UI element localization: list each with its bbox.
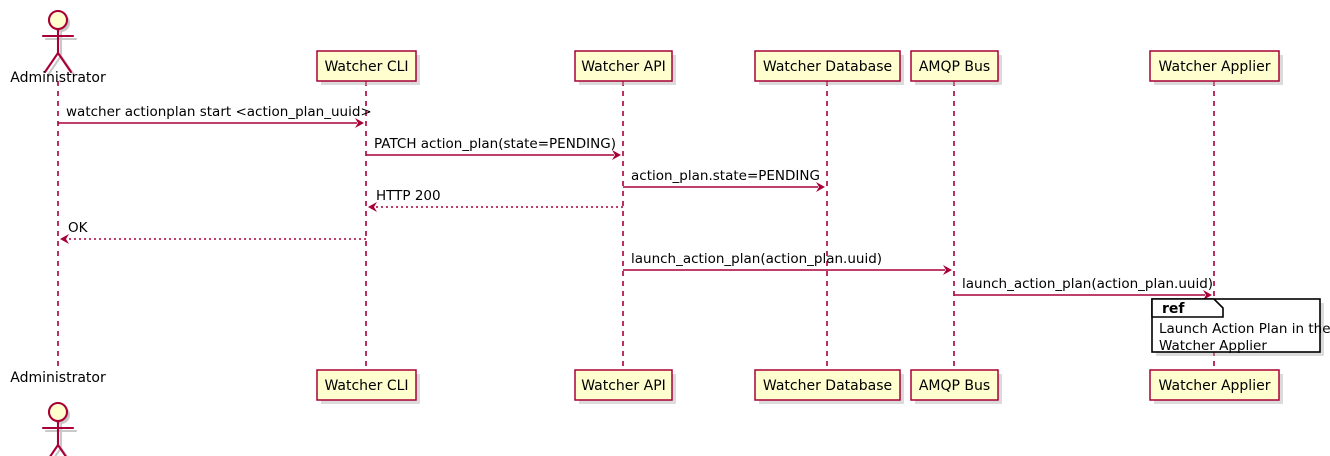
participant-label-amqp: AMQP Bus: [919, 378, 990, 394]
message-arrowhead: [943, 265, 952, 275]
actor-head-icon: [47, 9, 69, 31]
participant-box-database-top[interactable]: Watcher Database: [754, 50, 904, 85]
message-label-m1: watcher actionplan start <action_plan_uu…: [66, 104, 372, 120]
actor-leg-right: [56, 51, 73, 74]
participant-box-rect: [1149, 50, 1280, 82]
message-m5: OK: [60, 220, 366, 244]
message-label-m6: launch_action_plan(action_plan.uuid): [631, 251, 882, 267]
participant-label-api: Watcher API: [581, 59, 666, 75]
participant-box-rect: [754, 369, 901, 401]
message-arrowhead: [368, 202, 377, 212]
actor-head-icon: [47, 401, 69, 423]
actor-leg-left: [43, 51, 60, 74]
message-label-m4: HTTP 200: [376, 188, 441, 204]
participant-box-rect: [316, 369, 417, 401]
ref-fragment-tab: [1151, 298, 1224, 318]
message-m6: launch_action_plan(action_plan.uuid): [623, 251, 952, 275]
participant-box-amqp-top[interactable]: AMQP Bus: [910, 50, 1002, 85]
participant-box-cli-top[interactable]: Watcher CLI: [316, 50, 420, 85]
actor-label-administrator-top: Administrator: [10, 70, 106, 86]
message-arrowhead: [60, 234, 69, 244]
participant-label-database: Watcher Database: [763, 59, 892, 75]
message-label-m7: launch_action_plan(action_plan.uuid): [962, 276, 1213, 292]
participant-box-applier-bottom[interactable]: Watcher Applier: [1149, 369, 1283, 404]
participant-label-database: Watcher Database: [763, 378, 892, 394]
message-label-m3: action_plan.state=PENDING: [631, 168, 820, 184]
participant-label-amqp: AMQP Bus: [919, 59, 990, 75]
participant-box-rect: [1149, 369, 1280, 401]
actor-administrator-top: Administrator: [10, 9, 106, 86]
message-arrowhead: [355, 118, 364, 128]
participant-box-cli-bottom[interactable]: Watcher CLI: [316, 369, 420, 404]
message-m4: HTTP 200: [368, 188, 623, 212]
actor-leg-l-shadow: [54, 446, 63, 456]
ref-fragment-line-1: Watcher Applier: [1159, 338, 1267, 354]
messages-layer: watcher actionplan start <action_plan_uu…: [58, 104, 1213, 300]
message-arrowhead: [612, 150, 621, 160]
message-m7: launch_action_plan(action_plan.uuid): [954, 276, 1213, 300]
participant-box-api-bottom[interactable]: Watcher API: [574, 369, 676, 404]
actor-leg-l-shadow: [46, 54, 63, 77]
actor-label-administrator-bottom: Administrator: [10, 370, 106, 386]
participant-label-applier: Watcher Applier: [1159, 59, 1271, 75]
participant-box-rect: [574, 50, 673, 82]
participant-label-api: Watcher API: [581, 378, 666, 394]
participant-box-api-top[interactable]: Watcher API: [574, 50, 676, 85]
participant-box-applier-top[interactable]: Watcher Applier: [1149, 50, 1283, 85]
participant-box-amqp-bottom[interactable]: AMQP Bus: [910, 369, 1002, 404]
participant-label-applier: Watcher Applier: [1159, 378, 1271, 394]
participant-box-rect: [910, 369, 999, 401]
participant-label-cli: Watcher CLI: [324, 378, 408, 394]
participant-box-rect: [316, 50, 417, 82]
participant-label-cli: Watcher CLI: [324, 59, 408, 75]
message-m3: action_plan.state=PENDING: [623, 168, 825, 192]
lifelines-layer: [57, 81, 1215, 370]
message-arrowhead: [1203, 290, 1212, 300]
message-label-m2: PATCH action_plan(state=PENDING): [374, 136, 616, 152]
participants-layer: Watcher CLI Watcher CLI Watcher API Watcher…: [316, 50, 1283, 404]
actor-leg-right: [56, 443, 67, 456]
message-m2: PATCH action_plan(state=PENDING): [366, 136, 621, 160]
actor-leg-left: [49, 443, 60, 456]
message-label-m5: OK: [68, 220, 89, 236]
actor-administrator-bottom: Administrator: [10, 370, 106, 456]
participant-box-rect: [574, 369, 673, 401]
message-arrowhead: [816, 182, 825, 192]
participant-box-rect: [910, 50, 999, 82]
ref-fragment-tag: ref: [1162, 301, 1185, 317]
participant-box-database-bottom[interactable]: Watcher Database: [754, 369, 904, 404]
participant-box-rect: [754, 50, 901, 82]
ref-fragment-line-0: Launch Action Plan in the: [1159, 321, 1330, 337]
message-m1: watcher actionplan start <action_plan_uu…: [58, 104, 372, 128]
